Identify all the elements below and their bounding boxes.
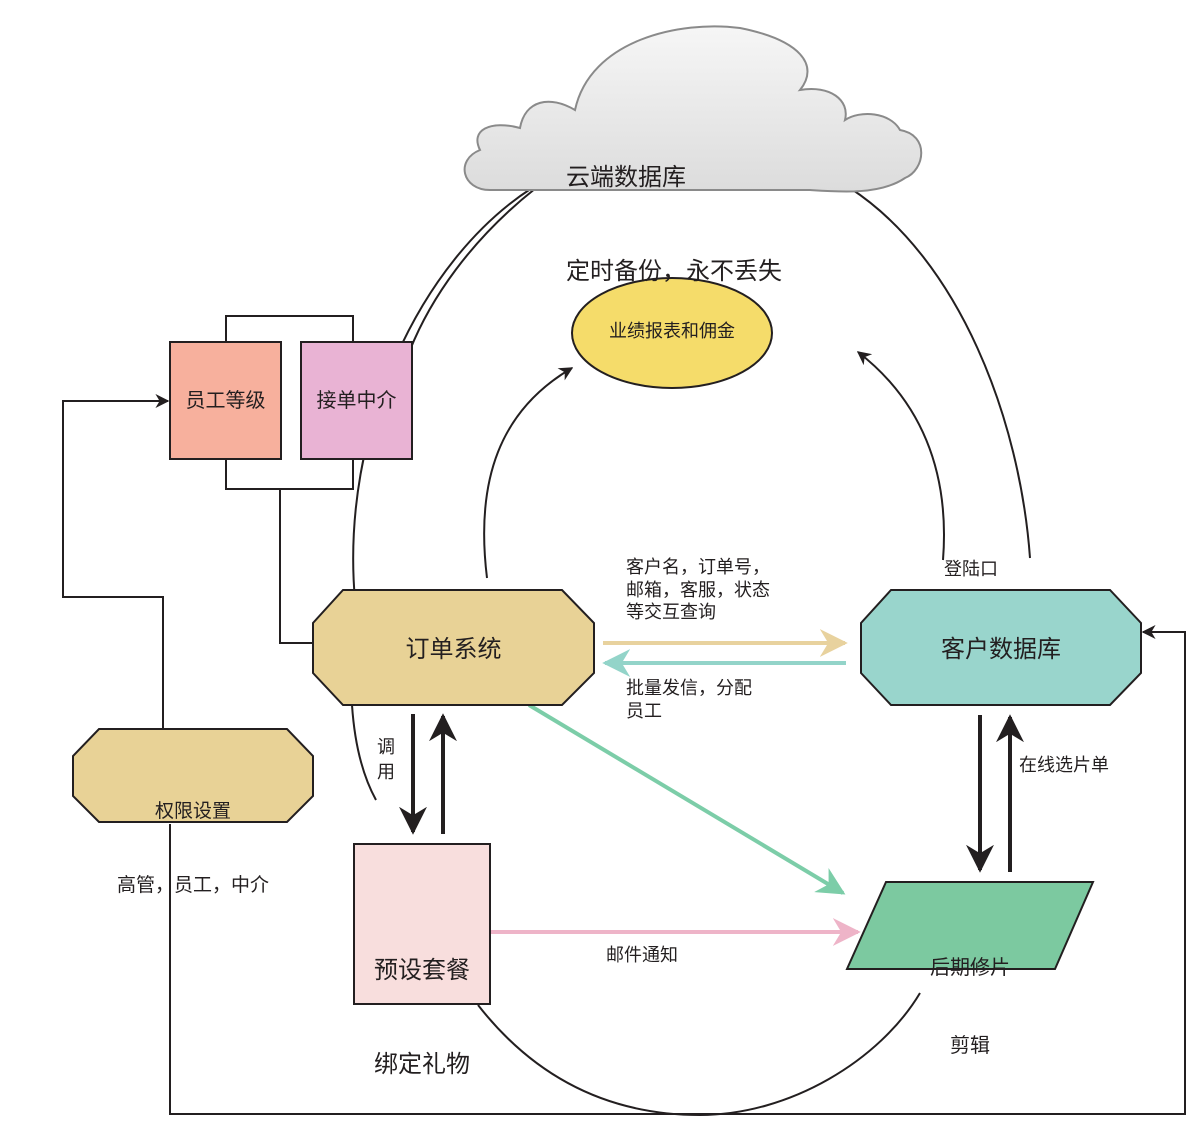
customer-db-octagon[interactable]	[860, 589, 1142, 706]
cloud-line2: 定时备份，永不丢失	[566, 256, 782, 285]
cloud-label: 云端数据库 定时备份，永不丢失	[566, 100, 782, 318]
cloud-left-loop	[351, 187, 533, 801]
login-label: 登陆口	[944, 559, 998, 580]
cloud-line1: 云端数据库	[566, 163, 686, 192]
cloud-shape	[463, 25, 923, 193]
report-ellipse[interactable]	[571, 277, 773, 389]
agent-to-cloud-line	[409, 187, 537, 351]
bottom-arc	[477, 992, 921, 1117]
permissions-label: 权限设置 高管，员工，中介	[73, 750, 313, 923]
staff-agent-bottom-bracket	[225, 458, 354, 490]
agent-box[interactable]	[300, 341, 413, 460]
staff-agent-top-bracket	[225, 315, 354, 343]
packages-box[interactable]	[353, 843, 491, 1005]
packages-line1: 预设套餐	[374, 956, 470, 985]
staff-level-box[interactable]	[169, 341, 282, 460]
call-label: 调 用	[377, 737, 395, 784]
permissions-line1: 权限设置	[154, 800, 231, 823]
permissions-line2: 高管，员工，中介	[116, 874, 269, 897]
order-to-retouch-arrow	[527, 703, 846, 895]
order-to-report-arrow	[483, 367, 574, 579]
retouch-parallelogram[interactable]	[845, 881, 1095, 970]
notify-label: 邮件通知	[606, 945, 678, 966]
permissions-to-staff-arrow	[62, 394, 170, 728]
retouch-label: 后期修片 剪辑	[880, 902, 1060, 1084]
packages-label: 预设套餐 绑定礼物	[354, 893, 490, 1111]
retouch-line1: 后期修片	[930, 955, 1010, 979]
customer-db-label: 客户数据库	[941, 635, 1061, 663]
staff-level-label: 员工等级	[185, 388, 266, 412]
bracket-to-order-line	[279, 489, 313, 644]
mail-label: 批量发信，分配 员工	[626, 678, 752, 723]
permissions-octagon[interactable]	[72, 728, 314, 823]
customer-to-report-arrow	[856, 351, 945, 561]
packages-line2: 绑定礼物	[374, 1049, 470, 1078]
order-system-label: 订单系统	[405, 635, 502, 663]
cloud-right-loop	[849, 187, 1031, 559]
permissions-to-customer-arrow	[169, 625, 1186, 1115]
agent-label: 接单中介	[316, 388, 397, 412]
select-label: 在线选片单	[1019, 755, 1109, 776]
report-label: 业绩报表和佣金	[609, 321, 735, 342]
retouch-line2: 剪辑	[950, 1033, 990, 1057]
order-system-octagon[interactable]	[312, 589, 595, 706]
query-label: 客户名，订单号， 邮箱，客服，状态 等交互查询	[626, 557, 770, 623]
